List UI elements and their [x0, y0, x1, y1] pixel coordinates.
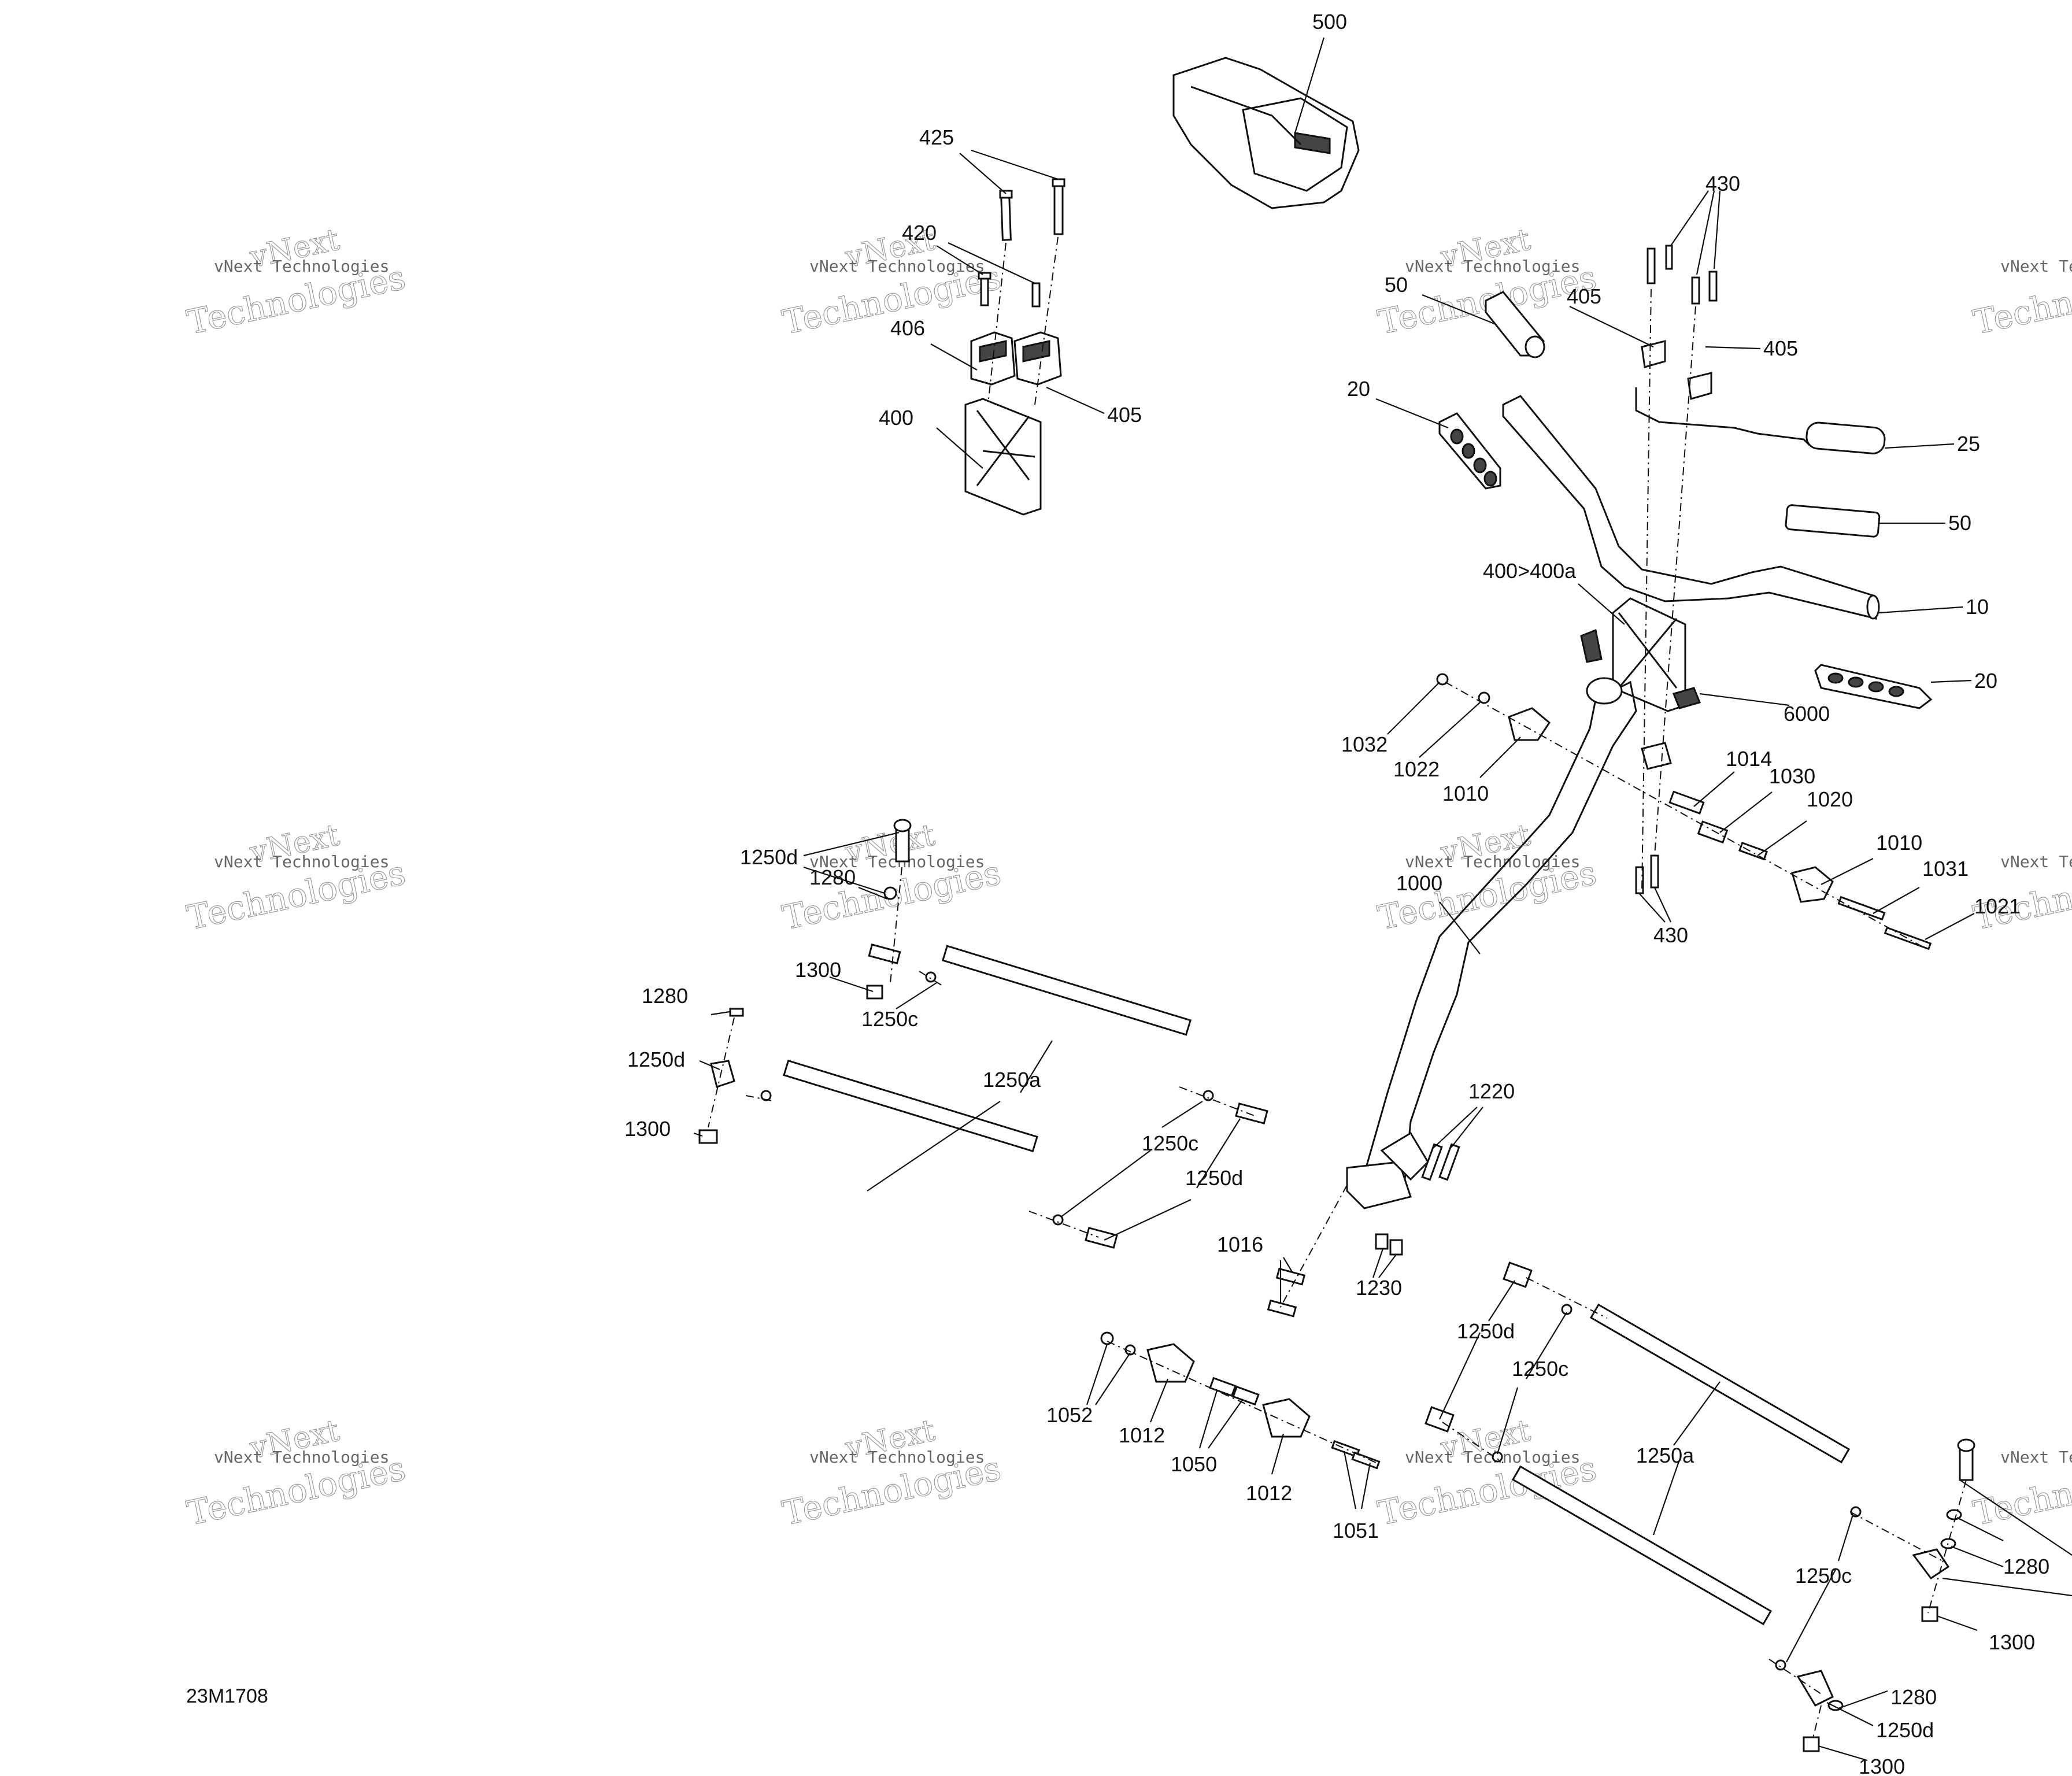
watermark-line2: vNext Technologies — [809, 1448, 985, 1467]
label-400: 400 — [879, 406, 913, 430]
handlebar-10 — [1502, 395, 1880, 620]
watermark-10: vNext vNext Technologies Technologies — [779, 1413, 1005, 1533]
part-labels: 500 425 420 406 405 400 430 50 405 405 2… — [624, 10, 2049, 1776]
label-1300-d: 1300 — [1859, 1755, 1905, 1776]
grip-20-right — [1814, 664, 1933, 709]
bolts-430-top — [1646, 245, 1718, 305]
label-20-right: 20 — [1974, 669, 1997, 693]
watermark-1: vNext vNext Technologies Technologies — [183, 222, 409, 342]
label-1010-b: 1010 — [1876, 831, 1922, 854]
label-405-right-b: 405 — [1763, 336, 1798, 360]
tie-rod-assembly-right — [1424, 1261, 1975, 1752]
watermark-line2: vNext Technologies — [2000, 257, 2072, 276]
label-1300-a: 1300 — [795, 958, 841, 982]
watermark-line2: vNext Technologies — [2000, 852, 2072, 871]
label-1010-a: 1010 — [1442, 782, 1489, 805]
label-406: 406 — [890, 316, 925, 340]
label-405-right-a: 405 — [1567, 284, 1601, 308]
parts — [698, 57, 1975, 1752]
label-1280-c: 1280 — [2003, 1555, 2049, 1578]
label-1250c-c: 1250c — [1512, 1357, 1568, 1381]
heated-grip-25 — [1635, 387, 1886, 454]
watermark-12: vNext Technologies Technologies — [1970, 1448, 2072, 1533]
label-6000: 6000 — [1784, 702, 1830, 726]
label-1050: 1050 — [1171, 1452, 1217, 1476]
steering-clamp-parts — [1436, 673, 1932, 950]
bar-end-50-right — [1785, 504, 1881, 538]
clamp-caps-406-405 — [970, 331, 1062, 386]
label-20-top: 20 — [1347, 377, 1370, 401]
handlebar-cover-500 — [1172, 57, 1360, 209]
label-1280-b: 1280 — [642, 984, 688, 1008]
watermark-3: vNext vNext Technologies Technologies — [1374, 222, 1600, 342]
label-1280-d: 1280 — [1890, 1685, 1937, 1709]
label-1031: 1031 — [1922, 857, 1969, 880]
label-1250d-d: 1250d — [1457, 1319, 1515, 1343]
watermark-4: vNext Technologies Technologies — [1970, 257, 2072, 342]
label-1250c-a: 1250c — [861, 1007, 918, 1031]
bolts-1220-1230 — [1267, 1143, 1460, 1318]
grip-20-left — [1438, 412, 1501, 490]
bolts-425 — [999, 178, 1065, 241]
label-1051: 1051 — [1333, 1519, 1379, 1542]
watermark-line2: vNext Technologies — [214, 257, 389, 276]
label-1052: 1052 — [1046, 1403, 1093, 1427]
label-1012-b: 1012 — [1246, 1481, 1292, 1505]
label-500: 500 — [1312, 10, 1347, 34]
label-1014: 1014 — [1726, 747, 1772, 771]
label-1230: 1230 — [1356, 1276, 1402, 1300]
label-25: 25 — [1957, 432, 1980, 456]
riser-400 — [964, 398, 1042, 516]
label-1250d-b: 1250d — [627, 1048, 685, 1071]
label-1300-b: 1300 — [624, 1117, 671, 1141]
label-1250c-b: 1250c — [1142, 1131, 1198, 1155]
label-425: 425 — [919, 125, 954, 149]
watermark-line2: vNext Technologies — [2000, 1448, 2072, 1467]
watermark-2: vNext vNext Technologies Technologies — [779, 222, 1005, 342]
label-420: 420 — [902, 221, 937, 245]
label-1250a-b: 1250a — [1636, 1444, 1694, 1467]
leader-lines — [693, 37, 2072, 1762]
label-1220: 1220 — [1468, 1079, 1515, 1103]
label-1012-a: 1012 — [1119, 1423, 1165, 1447]
label-1021: 1021 — [1974, 894, 2021, 918]
label-50-right: 50 — [1948, 511, 1971, 535]
watermark-line2: vNext Technologies — [1405, 257, 1580, 276]
label-405-top: 405 — [1107, 403, 1142, 427]
watermark-line2: vNext Technologies — [809, 257, 985, 276]
watermark-line2: vNext Technologies — [214, 1448, 389, 1467]
label-1280-a: 1280 — [809, 865, 856, 889]
watermark-line2: vNext Technologies — [1405, 852, 1580, 871]
label-400a: 400>400a — [1483, 559, 1577, 583]
label-1250d-a: 1250d — [740, 845, 798, 869]
label-1022: 1022 — [1393, 757, 1440, 781]
steering-column-1000 — [1346, 677, 1672, 1209]
watermark-line2: vNext Technologies — [214, 852, 389, 871]
label-1300-c: 1300 — [1989, 1630, 2035, 1654]
tie-rod-assembly-left — [698, 819, 1268, 1249]
drag-link-parts — [1100, 1331, 1381, 1470]
assembly-lines — [708, 236, 1967, 1741]
label-1250d-e: 1250d — [1876, 1718, 1934, 1742]
watermark-9: vNext vNext Technologies Technologies — [183, 1413, 409, 1533]
bar-end-50-top — [1485, 291, 1545, 358]
screws-420 — [978, 272, 1041, 308]
label-50-top: 50 — [1385, 273, 1408, 297]
watermark-5: vNext vNext Technologies Technologies — [183, 817, 409, 938]
label-1032: 1032 — [1341, 732, 1388, 756]
label-1016: 1016 — [1217, 1233, 1263, 1256]
label-430-bottom: 430 — [1653, 923, 1688, 947]
diagram-code: 23M1708 — [186, 1685, 268, 1707]
clamps-405-right — [1641, 340, 1712, 400]
label-1250a-a: 1250a — [983, 1068, 1041, 1092]
label-1030: 1030 — [1769, 764, 1815, 788]
watermark-11: vNext vNext Technologies Technologies — [1374, 1413, 1600, 1533]
label-1000: 1000 — [1396, 871, 1442, 895]
label-430-top: 430 — [1705, 172, 1740, 195]
label-1250c-d: 1250c — [1795, 1564, 1852, 1588]
label-10: 10 — [1966, 595, 1989, 619]
label-1250d-c: 1250d — [1185, 1166, 1243, 1190]
label-1020: 1020 — [1807, 787, 1853, 811]
